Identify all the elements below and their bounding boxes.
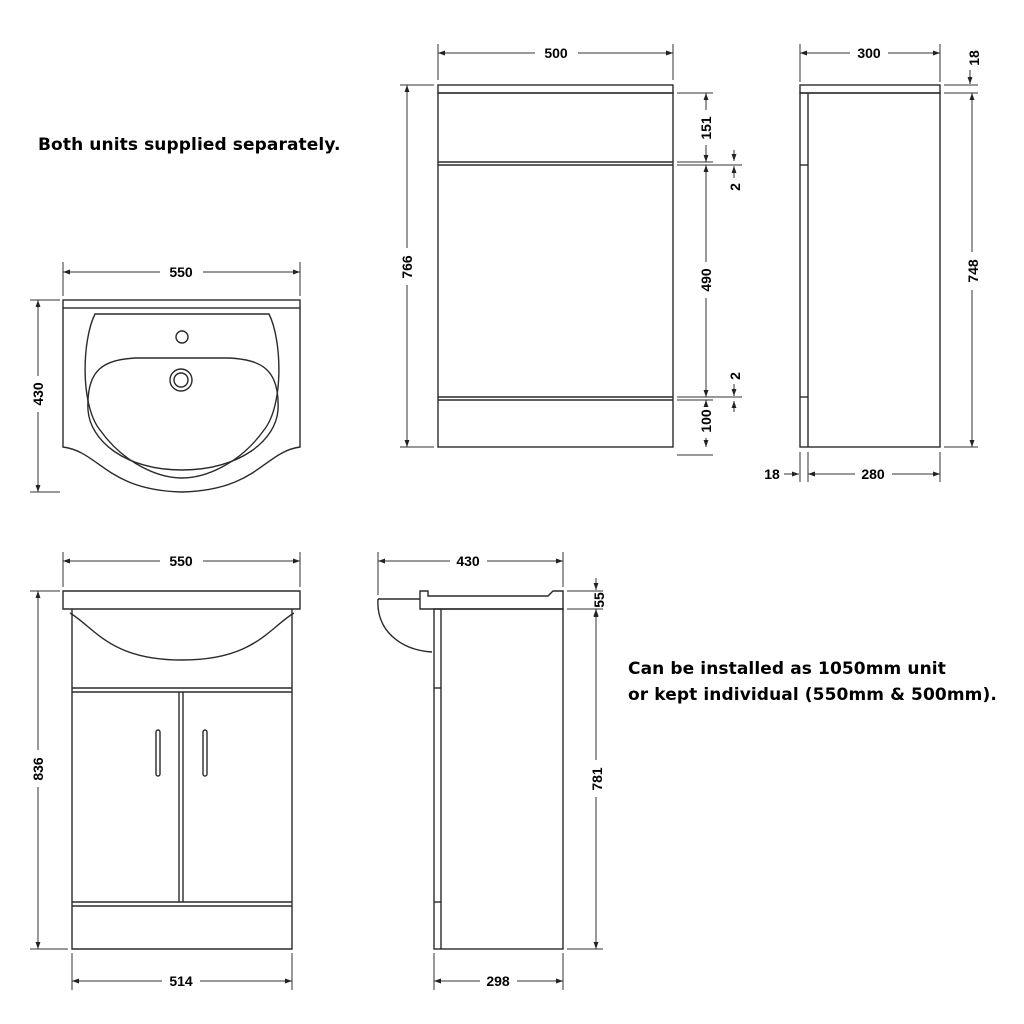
wc-panel-dimensions: 151 2 490 2 100 xyxy=(677,92,743,456)
dim-wc-side-top: 18 xyxy=(966,50,982,66)
dim-basin-width: 550 xyxy=(169,264,193,280)
note-installation-options: Can be installed as 1050mm unit or kept … xyxy=(628,656,997,708)
wc-side-base-dimensions: 18 280 xyxy=(764,452,941,482)
dim-wc-door: 490 xyxy=(698,268,714,292)
wc-side-depth-dimension: 300 xyxy=(799,44,941,82)
wc-width-dimension: 500 xyxy=(437,44,674,80)
wc-side-height-dimension: 748 xyxy=(944,93,981,448)
vanity-side-outline xyxy=(377,590,564,950)
dim-wc-top-panel: 151 xyxy=(698,116,714,140)
wc-unit-front-view: 500 766 151 2 490 2 xyxy=(399,44,743,456)
vanity-side-top-dimension: 55 xyxy=(567,578,607,622)
note-installation-line-1: Can be installed as 1050mm unit xyxy=(628,659,946,679)
wc-unit-outline xyxy=(437,84,674,448)
vanity-height-dimension: 836 xyxy=(30,590,68,950)
dim-vanity-side-base: 298 xyxy=(486,973,510,989)
dim-wc-gap-top: 2 xyxy=(727,183,743,191)
note-supplied-separately: Both units supplied separately. xyxy=(38,135,341,155)
dim-vanity-side-top: 55 xyxy=(591,592,607,608)
vanity-outline xyxy=(62,590,301,950)
vanity-side-base-dimension: 298 xyxy=(433,953,564,990)
dim-wc-plinth: 100 xyxy=(698,409,714,433)
wc-unit-side-view: 300 18 748 18 280 xyxy=(764,44,982,482)
dim-wc-side-depth: 300 xyxy=(857,45,881,61)
dim-vanity-side-height: 781 xyxy=(589,767,605,791)
wc-side-outline xyxy=(799,84,941,448)
basin-depth-dimension: 430 xyxy=(30,299,60,493)
dim-wc-height: 766 xyxy=(399,255,415,279)
basin-outline xyxy=(62,299,301,493)
dim-wc-side-height: 748 xyxy=(965,259,981,283)
note-installation-line-2: or kept individual (550mm & 500mm). xyxy=(628,685,997,705)
dim-wc-side-body: 280 xyxy=(861,466,885,482)
basin-top-view: 550 430 xyxy=(30,262,301,493)
dim-wc-gap-bottom: 2 xyxy=(727,372,743,380)
dim-wc-width: 500 xyxy=(544,45,568,61)
dim-vanity-side-depth: 430 xyxy=(456,553,480,569)
dim-wc-side-panel: 18 xyxy=(764,466,780,482)
vanity-front-view: 550 836 514 xyxy=(30,552,301,990)
right-door-handle xyxy=(202,729,208,777)
dim-vanity-base-width: 514 xyxy=(169,973,193,989)
left-door-handle xyxy=(155,729,161,777)
vanity-top-width-dimension: 550 xyxy=(62,552,301,587)
vanity-side-height-dimension: 781 xyxy=(567,609,605,950)
basin-width-dimension: 550 xyxy=(62,262,301,296)
wc-height-dimension: 766 xyxy=(399,84,434,448)
dim-basin-depth: 430 xyxy=(30,382,46,406)
wc-side-top-thickness-dimension: 18 xyxy=(944,50,982,94)
vanity-side-depth-dimension: 430 xyxy=(377,552,564,595)
vanity-side-view: 430 55 781 298 xyxy=(377,552,607,990)
dim-vanity-top-width: 550 xyxy=(169,553,193,569)
vanity-base-width-dimension: 514 xyxy=(71,953,293,990)
dim-vanity-height: 836 xyxy=(30,757,46,781)
